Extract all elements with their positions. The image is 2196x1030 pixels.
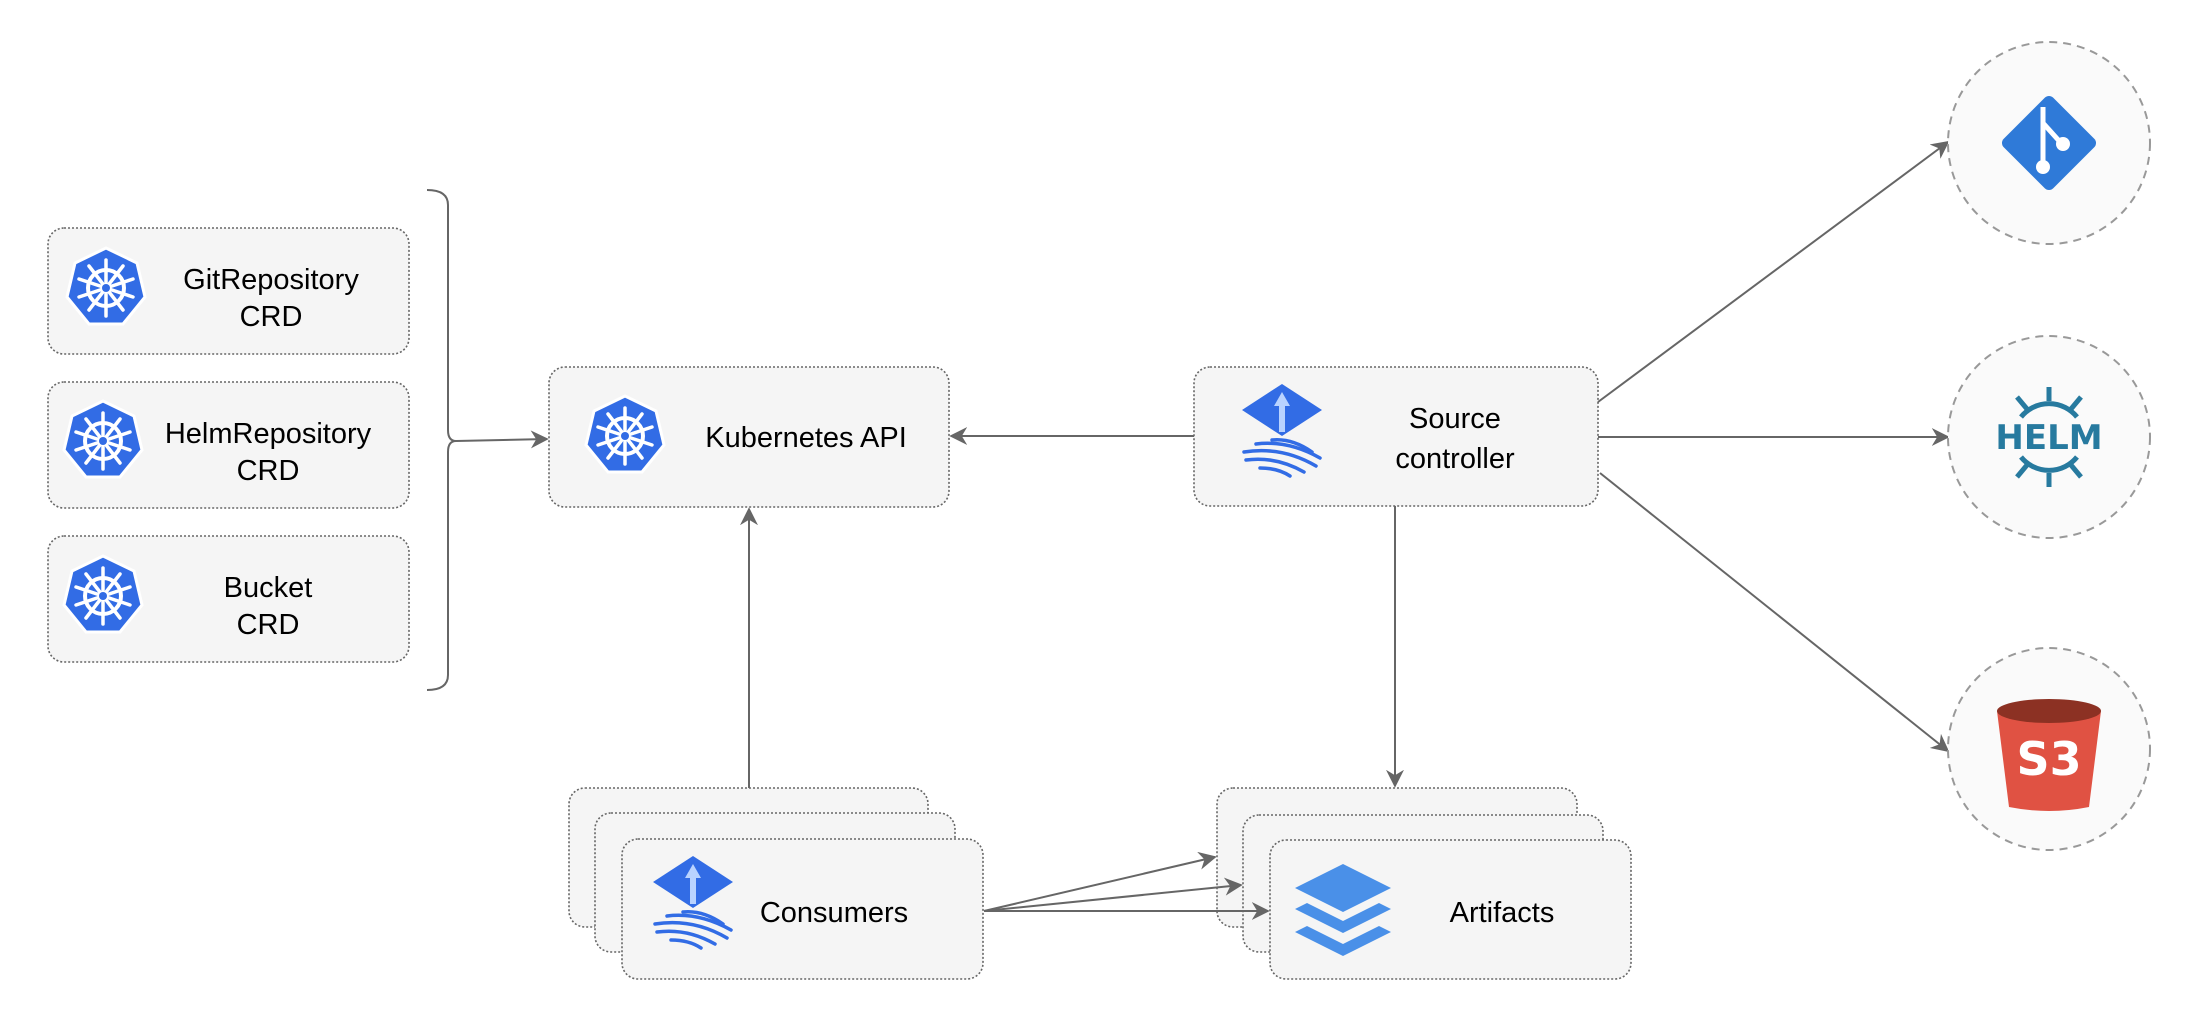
helm-icon: HELM bbox=[1995, 387, 2103, 487]
edge-consumers-to-artifacts bbox=[983, 877, 1243, 912]
svg-text:S3: S3 bbox=[2016, 732, 2081, 786]
crd-label: CRD bbox=[240, 301, 303, 333]
git-icon bbox=[2001, 95, 2097, 191]
crd-label: HelmRepository bbox=[165, 418, 372, 450]
crd-label: Bucket bbox=[224, 572, 313, 604]
edge-source-to-s3 bbox=[1599, 472, 1950, 753]
crd-label: CRD bbox=[237, 609, 300, 641]
edge-consumers-to-artifacts bbox=[983, 851, 1217, 912]
grouping-bracket bbox=[426, 189, 457, 691]
artifacts-label: Artifacts bbox=[1450, 897, 1555, 929]
node-git-repository-crd[interactable]: GitRepository CRD bbox=[47, 227, 410, 355]
edge-source-to-git bbox=[1597, 140, 1950, 403]
layers-icon bbox=[1295, 864, 1391, 956]
node-helm-repository-crd[interactable]: HelmRepository CRD bbox=[47, 381, 410, 509]
source-controller-label: Source bbox=[1409, 403, 1501, 435]
crd-label: CRD bbox=[237, 455, 300, 487]
svg-text:HELM: HELM bbox=[1995, 418, 2102, 458]
source-controller-label: controller bbox=[1395, 443, 1515, 475]
node-source-controller[interactable]: Source controller bbox=[1193, 366, 1599, 507]
node-bucket-crd[interactable]: Bucket CRD bbox=[47, 535, 410, 663]
node-git[interactable] bbox=[1947, 41, 2151, 245]
node-s3[interactable]: S3 bbox=[1947, 647, 2151, 851]
node-consumers[interactable]: Consumers bbox=[568, 787, 984, 980]
crd-label: GitRepository bbox=[183, 264, 359, 296]
node-helm[interactable]: HELM bbox=[1947, 335, 2151, 539]
edge-crds-to-api bbox=[455, 430, 549, 449]
node-artifacts[interactable]: Artifacts bbox=[1216, 787, 1632, 980]
kubernetes-api-label: Kubernetes API bbox=[705, 422, 907, 454]
consumers-label: Consumers bbox=[760, 897, 908, 929]
node-kubernetes-api[interactable]: Kubernetes API bbox=[548, 366, 950, 508]
s3-bucket-icon: S3 bbox=[1997, 699, 2101, 811]
